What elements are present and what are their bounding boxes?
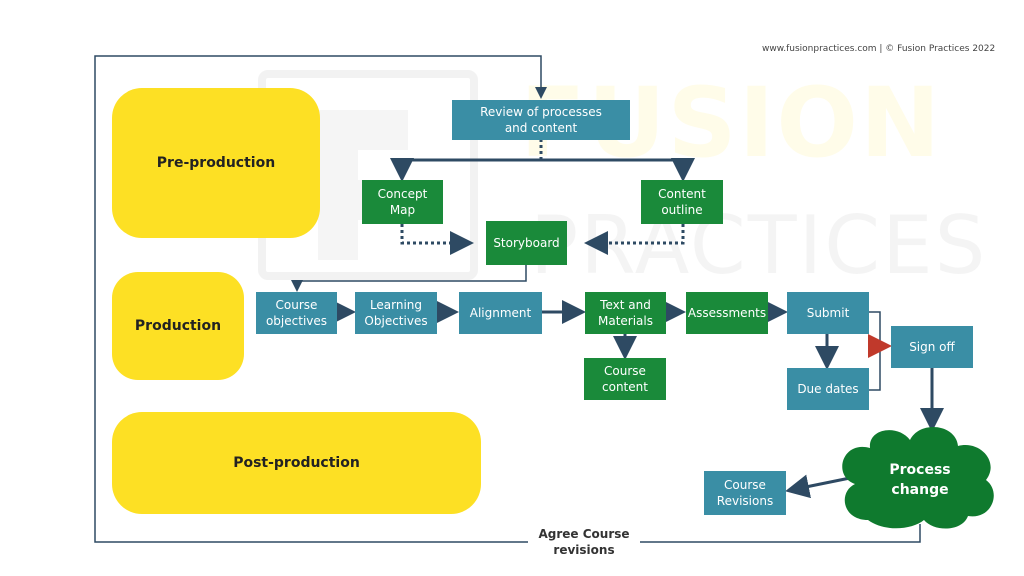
storyboard-to-objectives [291, 265, 527, 292]
node-course-revisions: Course Revisions [704, 471, 786, 515]
node-course-objectives: Course objectives [256, 292, 337, 334]
phase-post-production: Post-production [112, 412, 481, 514]
node-sign-off: Sign off [891, 326, 973, 368]
submit-bracket [869, 311, 881, 391]
loop-connector [94, 55, 547, 543]
node-concept-map: Concept Map [362, 180, 443, 224]
cloud-to-revisions [785, 474, 851, 499]
node-course-content: Course content [584, 358, 666, 400]
cloud-shape [842, 427, 994, 529]
concept-to-storyboard [400, 224, 474, 255]
site-credit: www.fusionpractices.com | © Fusion Pract… [762, 44, 996, 54]
node-assessments: Assessments [686, 292, 768, 334]
phase-production: Production [112, 272, 244, 380]
outline-to-storyboard [584, 224, 685, 255]
node-storyboard: Storyboard [486, 221, 567, 265]
node-review-processes: Review of processes and content [452, 100, 630, 140]
loop-label-agree-revisions: Agree Course revisions [528, 526, 640, 558]
review-to-outline [541, 158, 695, 182]
node-due-dates: Due dates [787, 368, 869, 410]
node-content-outline: Content outline [641, 180, 723, 224]
node-text-materials: Text and Materials [585, 292, 666, 334]
node-process-change: Process change [889, 462, 951, 498]
node-submit: Submit [787, 292, 869, 334]
phase-pre-production: Pre-production [112, 88, 320, 238]
review-to-concept [390, 158, 541, 182]
node-alignment: Alignment [459, 292, 542, 334]
node-learning-objectives: Learning Objectives [355, 292, 437, 334]
loop-connector-right [640, 524, 921, 543]
